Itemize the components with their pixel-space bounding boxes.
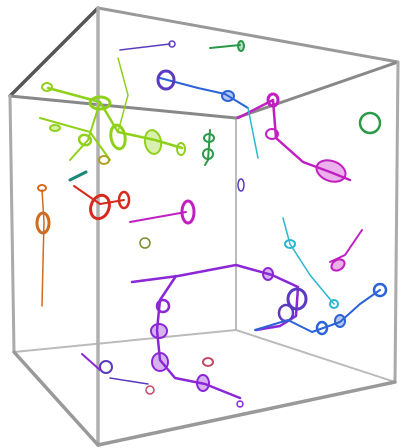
cube-edge-bottom-left — [12, 350, 100, 447]
olive-ring — [98, 155, 110, 165]
orange-chain — [41, 189, 45, 307]
lime-ring — [88, 95, 112, 111]
violet-ring — [277, 303, 295, 323]
orange-ring — [37, 184, 47, 192]
lime-disc — [49, 124, 61, 132]
lime-disc — [143, 129, 163, 155]
cube-edge-front-left — [8, 94, 16, 354]
purple-disc — [262, 267, 274, 281]
blue-chain — [159, 77, 249, 109]
magenta-chain — [129, 211, 187, 223]
orange-ring — [35, 211, 51, 235]
rose-ring — [145, 385, 155, 395]
cyan-link — [247, 107, 259, 159]
teal-link — [68, 170, 88, 182]
olive-ring — [139, 237, 151, 249]
cube-edge-inner-left — [13, 329, 237, 353]
purple-fragment — [81, 353, 101, 371]
cube-front-edges — [8, 6, 400, 447]
magenta-disc — [330, 258, 346, 272]
purple-ring — [155, 298, 171, 314]
cube-edge-back-top — [96, 6, 400, 64]
violet-fragment — [119, 43, 171, 51]
green-fragment — [209, 44, 241, 49]
blue-disc — [334, 314, 346, 328]
lime-ring — [109, 123, 127, 151]
lime-chain — [46, 86, 184, 150]
purple-disc — [151, 352, 169, 372]
cyan-ring — [329, 299, 339, 309]
magenta-ring — [180, 199, 196, 225]
magenta-disc — [315, 159, 347, 183]
cyan-strand — [282, 217, 335, 305]
cube-edge-top-front — [8, 94, 238, 120]
blue-ring — [315, 320, 329, 336]
rose-ring — [202, 357, 214, 367]
violet-fragment — [109, 377, 149, 385]
purple-disc — [150, 323, 168, 339]
cube-edge-top-left — [8, 6, 100, 98]
violet-ring — [237, 178, 245, 192]
magenta-ring — [266, 92, 280, 108]
blue-ring — [372, 282, 388, 298]
cube-back-edges — [13, 6, 400, 383]
cyan-ring — [284, 239, 296, 249]
purple-ring — [236, 400, 244, 408]
molecule-chains — [35, 40, 388, 408]
red-ring — [117, 190, 131, 210]
dark-green-ring — [358, 111, 382, 135]
green-ring — [202, 148, 214, 160]
lime-chain-branch — [69, 101, 101, 161]
magenta-ring — [265, 128, 279, 140]
bounding-cube — [8, 6, 400, 447]
cube-edge-right-vertical — [393, 60, 400, 384]
red-chain — [73, 185, 125, 205]
lime-ring — [77, 133, 93, 147]
lime-ring — [41, 82, 53, 92]
purple-chain — [130, 263, 300, 332]
violet-ring — [168, 40, 176, 48]
violet-ring — [286, 287, 308, 311]
lime-chain-branch — [117, 57, 129, 133]
cube-edge-top-right — [234, 60, 400, 120]
violet-ring — [156, 69, 176, 91]
cube-edge-bottom-right — [96, 380, 397, 447]
purple-disc — [196, 374, 210, 392]
cube-edge-inner-bottom — [235, 329, 396, 383]
violet-ring — [99, 360, 113, 374]
lime-chain-branch — [39, 117, 111, 161]
lime-ring — [176, 142, 186, 156]
blue-disc — [221, 90, 235, 102]
magenta-strand — [329, 229, 363, 263]
green-disc — [237, 40, 245, 52]
red-ring — [89, 193, 111, 221]
